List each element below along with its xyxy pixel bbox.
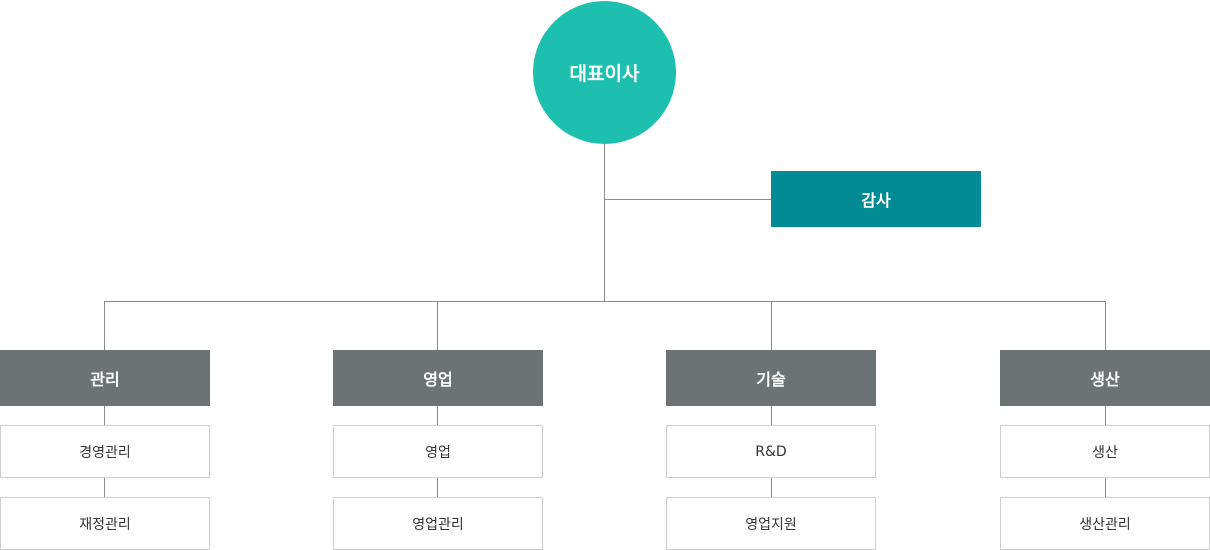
connector-dept-2-team-1 xyxy=(437,406,438,425)
audit-label: 감사 xyxy=(861,191,891,210)
department-label: 생산 xyxy=(1090,370,1120,389)
team-label: 영업관리 xyxy=(412,516,464,533)
team-node: 생산관리 xyxy=(1000,497,1210,550)
connector-dept-4-team-1 xyxy=(1105,406,1106,425)
connector-audit xyxy=(604,199,771,200)
connector-dept-3-team-2 xyxy=(771,478,772,497)
team-label: 영업지원 xyxy=(745,516,797,533)
connector-dept-4 xyxy=(1105,301,1106,350)
connector-horizontal-bus xyxy=(104,301,1105,302)
team-label: 영업 xyxy=(425,444,451,461)
connector-dept-3-team-1 xyxy=(771,406,772,425)
connector-dept-1-team-2 xyxy=(104,478,105,497)
team-node: 경영관리 xyxy=(0,425,210,478)
team-label: R&D xyxy=(755,443,787,460)
department-sales: 영업 xyxy=(333,350,543,406)
team-node: R&D xyxy=(666,425,876,478)
connector-ceo-trunk xyxy=(604,144,605,301)
team-label: 생산관리 xyxy=(1079,516,1131,533)
connector-dept-1-team-1 xyxy=(104,406,105,425)
connector-dept-2-team-2 xyxy=(437,478,438,497)
connector-dept-1 xyxy=(104,301,105,350)
audit-node: 감사 xyxy=(771,171,981,227)
team-label: 생산 xyxy=(1092,444,1118,461)
department-technology: 기술 xyxy=(666,350,876,406)
team-node: 영업관리 xyxy=(333,497,543,550)
team-node: 영업 xyxy=(333,425,543,478)
ceo-node: 대표이사 xyxy=(533,1,676,144)
department-label: 영업 xyxy=(423,370,453,389)
ceo-label: 대표이사 xyxy=(569,63,640,85)
team-node: 영업지원 xyxy=(666,497,876,550)
team-label: 재정관리 xyxy=(79,516,131,533)
team-node: 재정관리 xyxy=(0,497,210,550)
department-label: 관리 xyxy=(90,370,120,389)
connector-dept-3 xyxy=(771,301,772,350)
team-label: 경영관리 xyxy=(79,444,131,461)
department-production: 생산 xyxy=(1000,350,1210,406)
connector-dept-4-team-2 xyxy=(1105,478,1106,497)
department-label: 기술 xyxy=(756,370,786,389)
department-management: 관리 xyxy=(0,350,210,406)
connector-dept-2 xyxy=(437,301,438,350)
team-node: 생산 xyxy=(1000,425,1210,478)
